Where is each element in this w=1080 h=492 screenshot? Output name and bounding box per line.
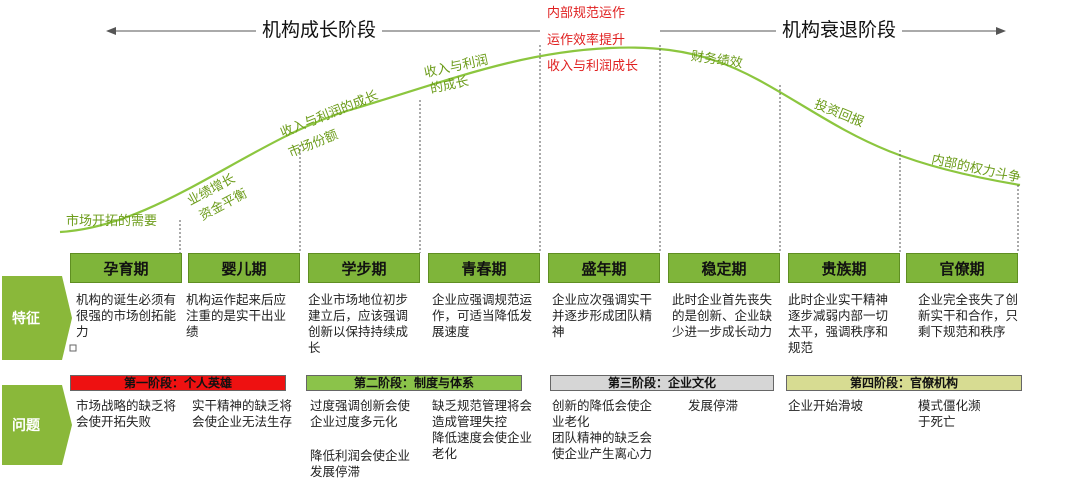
problem-prime-1: 创新的降低会使企业老化 (552, 398, 653, 429)
stage-prime: 盛年期 (548, 253, 660, 283)
feature-bureaucracy: 企业完全丧失了创新实干和合作，只剩下规范和秩序 (918, 292, 1019, 339)
feature-stable: 此时企业首先丧失的是创新、企业缺少进一步成长动力 (672, 292, 773, 339)
problem-gestation: 市场战略的缺乏将会使开拓失败 (76, 398, 177, 429)
decline-stage-title: 机构衰退阶段 (776, 18, 903, 42)
phase-4-bar: 第四阶段：官僚机构 (786, 375, 1022, 391)
curve-label-market-need: 市场开拓的需要 (66, 214, 158, 229)
feature-youth: 企业应强调规范运作，可适当降低发展速度 (432, 292, 533, 339)
problem-aristocracy: 企业开始滑坡 (788, 398, 864, 413)
features-tag: 特征 (12, 311, 40, 327)
peak-label-3: 收入与利润成长 (547, 59, 639, 74)
problem-stable: 发展停滞 (688, 398, 739, 413)
feature-gestation: 机构的诞生必须有很强的市场创拓能力 (76, 292, 177, 339)
phase-1-bar: 第一阶段：个人英雄 (70, 375, 286, 391)
feature-aristocracy: 此时企业实干精神逐步减弱内部一切太平，强调秩序和规范 (788, 292, 889, 355)
lifecycle-curve (59, 46, 1021, 234)
problem-youth-1: 缺乏规范管理将会造成管理失控 (432, 398, 533, 429)
peak-label-2: 运作效率提升 (547, 33, 626, 48)
problem-infancy: 实干精神的缺乏将会使企业无法生存 (192, 398, 293, 429)
stage-aristocracy: 贵族期 (788, 253, 900, 283)
stage-youth: 青春期 (428, 253, 540, 283)
small-square-marker (69, 344, 77, 352)
problems-tag: 问题 (12, 418, 40, 434)
problem-bureaucracy: 模式僵化濒于死亡 (918, 398, 981, 429)
decline-arrow-head (996, 27, 1006, 35)
phase-3-bar: 第三阶段：企业文化 (550, 375, 774, 391)
growth-arrow-head (106, 27, 116, 35)
problem-youth-2: 降低速度会使企业老化 (432, 430, 533, 461)
problem-toddler-1: 过度强调创新会使企业过度多元化 (310, 398, 411, 429)
phase-2-bar: 第二阶段：制度与体系 (306, 375, 522, 391)
stage-infancy: 婴儿期 (188, 253, 300, 283)
peak-label-1: 内部规范运作 (547, 6, 626, 21)
feature-toddler: 企业市场地位初步建立后，应该强调创新以保持持续成长 (308, 292, 409, 355)
feature-infancy: 机构运作起来后应注重的是实干出业绩 (186, 292, 287, 339)
feature-prime: 企业应次强调实干并逐步形成团队精神 (552, 292, 653, 339)
stage-gestation: 孕育期 (70, 253, 182, 283)
problem-toddler-2: 降低利润会使企业发展停滞 (310, 448, 411, 479)
problems-tag-shape (2, 385, 72, 465)
stage-stable: 稳定期 (668, 253, 780, 283)
stage-toddler: 学步期 (308, 253, 420, 283)
stage-bureaucracy: 官僚期 (906, 253, 1018, 283)
problem-prime-2: 团队精神的缺乏会使企业产生离心力 (552, 430, 653, 461)
features-tag-shape (2, 276, 72, 360)
growth-stage-title: 机构成长阶段 (256, 18, 383, 42)
